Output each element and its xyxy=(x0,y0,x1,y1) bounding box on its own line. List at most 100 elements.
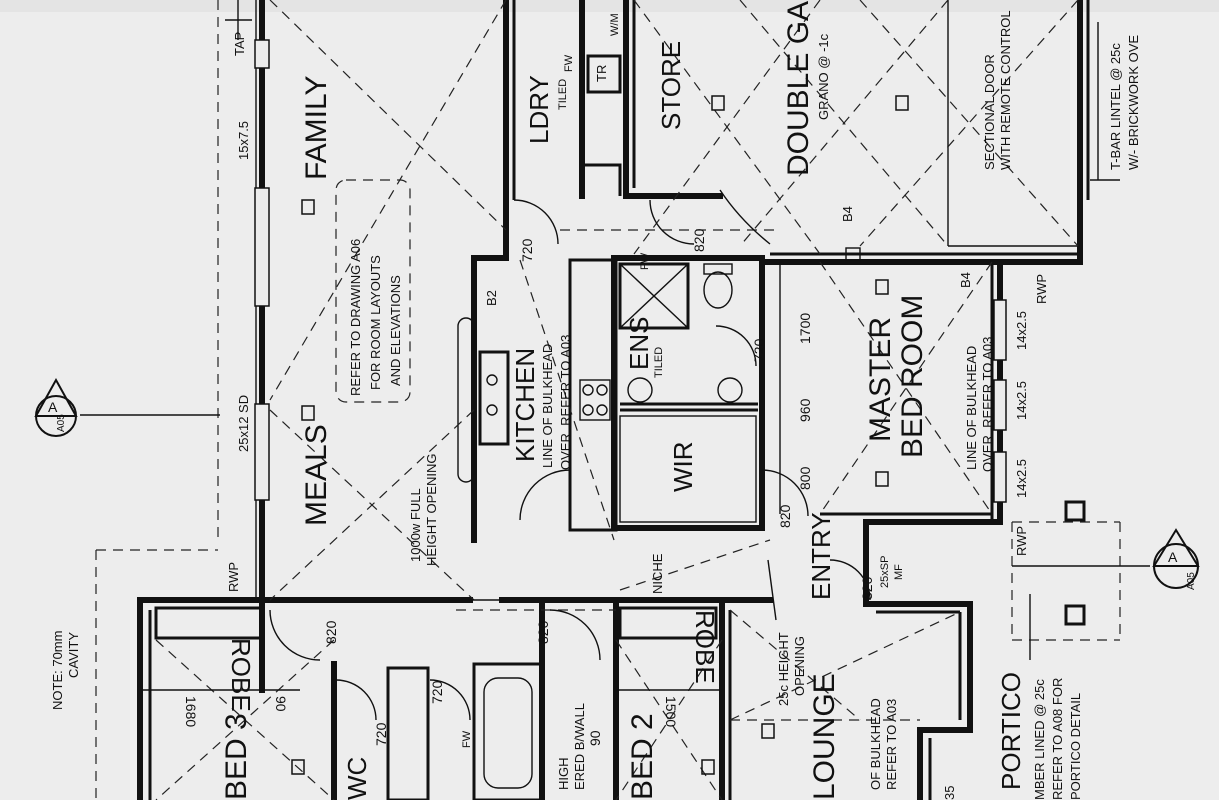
note-master-bulkhead-2: OVER. REFER TO A03 xyxy=(980,337,995,472)
note-sectional-door-1: SECTIONAL DOOR xyxy=(982,54,997,170)
note-bwall-1: HIGH xyxy=(556,758,571,791)
room-entry: ENTRY xyxy=(806,512,836,600)
kitchen-island-end xyxy=(457,317,475,483)
section-ref-bottom: A05 xyxy=(1186,572,1197,590)
note-bath-fw: FW xyxy=(461,730,473,748)
room-wir: WIR xyxy=(668,441,698,492)
note-mf: MF xyxy=(893,564,905,580)
note-kitchen-bulkhead-2: OVER. REFER TO A03 xyxy=(558,335,573,470)
dim-960: 960 xyxy=(797,398,813,422)
note-bwall-2: ERED B/WALL xyxy=(572,703,587,790)
note-ens-tiled: TILED xyxy=(653,347,665,378)
note-portico-1: MBER LINED @ 25c xyxy=(1032,679,1047,800)
floor-markers xyxy=(291,95,909,775)
room-wc: WC xyxy=(342,757,372,800)
note-grano: GRANO @ -1c xyxy=(816,33,831,120)
dim-1700: 1700 xyxy=(797,313,813,344)
note-ens-fw: FW xyxy=(639,252,651,270)
dim-90-bed3: 90 xyxy=(273,696,289,712)
paper-shade xyxy=(0,0,1219,12)
room-lounge: LOUNGE xyxy=(808,673,841,800)
note-b4-master: B4 xyxy=(958,272,973,288)
note-lounge-bulkhead-1: OF BULKHEAD xyxy=(868,698,883,790)
room-store: STORE xyxy=(656,41,686,130)
note-opening-2: HEIGHT OPENING xyxy=(424,454,439,566)
section-ref-top: A05 xyxy=(56,414,67,432)
room-robe-bed3: ROBE xyxy=(226,638,256,712)
dimensions: 720 820 720 820 820 820 820 720 720 1700… xyxy=(183,228,1029,800)
dim-820-entry: 820 xyxy=(859,576,875,600)
vanity xyxy=(386,666,430,800)
note-portico-3: PORTICO DETAIL xyxy=(1068,693,1083,800)
note-b4-garage: B4 xyxy=(840,206,855,222)
dim-1500: 1500 xyxy=(663,696,679,727)
bathtub xyxy=(483,677,533,789)
note-25c-height-2: OPENING xyxy=(792,636,807,696)
dim-window-14x25-b: 14x2.5 xyxy=(1014,381,1029,420)
dim-1680: 1680 xyxy=(183,696,199,727)
note-opening-1: 1000w FULL xyxy=(408,488,423,562)
dim-820-wir: 820 xyxy=(777,504,793,528)
section-label-bottom: A xyxy=(1168,549,1178,565)
note-tap: TAP xyxy=(232,32,247,56)
dim-820-bed3: 820 xyxy=(323,620,339,644)
room-meals: MEALS xyxy=(300,424,333,526)
dim-720-bath: 720 xyxy=(429,680,445,704)
note-refer-1: REFER TO DRAWING A06 xyxy=(348,239,363,396)
note-tbar-1: T-BAR LINTEL @ 25c xyxy=(1108,43,1123,170)
note-sd-25x12: 25x12 SD xyxy=(236,395,251,452)
section-marker-top: A A05 xyxy=(34,377,78,437)
laundry-trough xyxy=(586,54,622,94)
dim-720-kitchen: 720 xyxy=(519,238,535,262)
notes: TAP 15x7.5 25x12 SD REFER TO DRAWING A06… xyxy=(50,10,1141,800)
note-70mm-2: CAVITY xyxy=(66,632,81,678)
note-master-bulkhead-1: LINE OF BULKHEAD xyxy=(964,346,979,470)
room-ens: ENS xyxy=(624,317,654,370)
dashed-lines xyxy=(80,0,1150,800)
robe-bed2-wall xyxy=(618,606,718,640)
note-sectional-door-2: WITH REMOTE CONTROL xyxy=(998,10,1013,170)
room-labels: FAMILY MEALS KITCHEN LDRY STORE DOUBLE G… xyxy=(220,0,1026,800)
room-portico: PORTICO xyxy=(996,672,1026,790)
note-rwp-1: RWP xyxy=(226,562,241,592)
room-master-line1: MASTER xyxy=(864,317,897,442)
note-25xsp: 25xSP xyxy=(879,556,891,588)
window-family-top xyxy=(254,39,270,69)
room-ldry: LDRY xyxy=(524,75,554,144)
room-double-garage: DOUBLE GARA xyxy=(782,0,815,176)
walls xyxy=(137,0,1090,800)
section-marker-bottom: A A05 xyxy=(1152,528,1200,590)
note-ldry-fw: FW xyxy=(563,54,575,72)
note-70mm-1: NOTE: 70mm xyxy=(50,631,65,710)
note-refer-3: AND ELEVATIONS xyxy=(388,275,403,386)
room-robe-bed2: ROBE xyxy=(690,610,720,684)
dim-800: 800 xyxy=(797,466,813,490)
dim-820-store: 820 xyxy=(691,228,707,252)
room-kitchen: KITCHEN xyxy=(510,348,540,462)
note-lounge-bulkhead-2: REFER TO A03 xyxy=(884,699,899,790)
window-family xyxy=(254,187,270,307)
room-bed3: BED 3 xyxy=(220,713,253,800)
refer-note-box xyxy=(335,179,411,403)
note-refer-2: FOR ROOM LAYOUTS xyxy=(368,255,383,390)
kitchen-sink xyxy=(478,350,510,446)
room-master-line2: BED ROOM xyxy=(896,295,929,458)
dim-window-14x25-a: 14x2.5 xyxy=(1014,311,1029,350)
note-window-15x75: 15x7.5 xyxy=(236,121,251,160)
label-wm: W/M xyxy=(609,13,621,36)
fixtures xyxy=(457,54,1086,626)
room-niche: NICHE xyxy=(650,553,665,594)
shower-recess xyxy=(618,262,690,330)
dim-820-bed2: 820 xyxy=(535,620,551,644)
note-b2: B2 xyxy=(484,290,499,306)
note-ldry-tiled: TILED xyxy=(557,79,569,110)
dim-720-wc: 720 xyxy=(373,722,389,746)
dim-90-bed2: 90 xyxy=(587,730,603,746)
dim-720-ens: 720 xyxy=(751,338,767,362)
note-25c-height-1: 25c HEIGHT xyxy=(776,632,791,706)
note-portico-2: REFER TO A08 FOR xyxy=(1050,678,1065,800)
note-kitchen-bulkhead-1: LINE OF BULKHEAD xyxy=(540,344,555,468)
room-family: FAMILY xyxy=(300,76,333,180)
dim-window-14x25-c: 14x2.5 xyxy=(1014,459,1029,498)
